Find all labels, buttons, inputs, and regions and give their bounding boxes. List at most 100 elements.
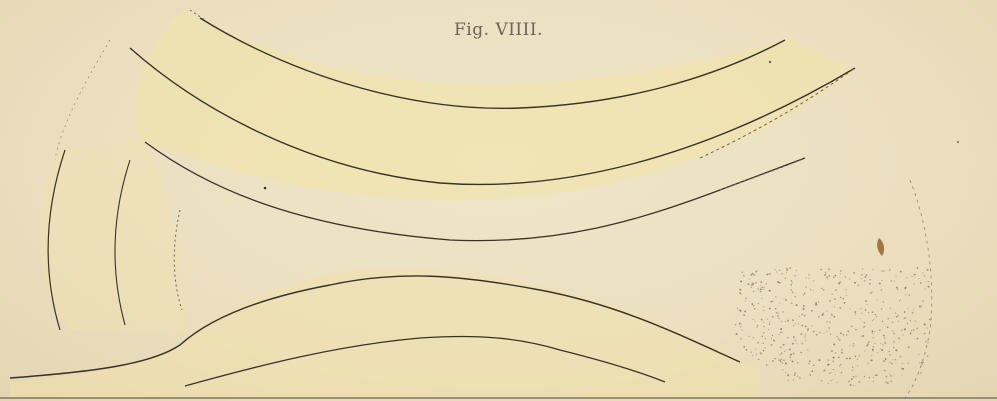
- stipple-dot: [815, 302, 817, 304]
- stipple-dot: [872, 337, 873, 338]
- stipple-dot: [779, 282, 781, 284]
- stipple-dot: [789, 357, 790, 358]
- stipple-dot: [779, 270, 780, 271]
- stipple-dot: [836, 382, 837, 383]
- stipple-dot: [741, 329, 742, 330]
- stipple-dot: [861, 336, 862, 337]
- stipple-dot: [776, 271, 777, 272]
- stipple-dot: [782, 362, 783, 363]
- stipple-dot: [752, 304, 753, 305]
- stipple-dot: [895, 312, 896, 313]
- stipple-dot: [868, 312, 869, 313]
- stipple-dot: [897, 315, 899, 317]
- stipple-dot: [908, 363, 909, 364]
- stipple-dot: [787, 374, 789, 376]
- stipple-dot: [783, 359, 785, 361]
- stipple-dot: [828, 383, 829, 384]
- stipple-dot: [830, 334, 831, 335]
- stipple-dot: [811, 310, 813, 312]
- stipple-dot: [751, 282, 752, 283]
- stipple-dot: [803, 308, 805, 310]
- stipple-dot: [790, 354, 792, 356]
- stipple-dot: [921, 306, 923, 308]
- stipple-dot: [739, 323, 741, 325]
- stipple-dot: [742, 271, 744, 273]
- stipple-dot: [808, 363, 809, 364]
- stipple-dot: [890, 308, 891, 309]
- stipple-dot: [884, 342, 886, 344]
- stipple-dot: [746, 349, 748, 351]
- stipple-dot: [813, 290, 814, 291]
- stipple-dot: [924, 333, 925, 334]
- stipple-dot: [815, 304, 816, 305]
- stipple-dot: [884, 370, 886, 372]
- stipple-dot: [894, 281, 895, 282]
- stipple-dot: [774, 358, 776, 360]
- stipple-dot: [840, 297, 841, 298]
- stipple-dot: [741, 294, 742, 295]
- stipple-dot: [775, 308, 777, 310]
- stipple-dot: [845, 289, 846, 290]
- stipple-dot: [788, 380, 789, 381]
- stipple-dot: [799, 316, 800, 317]
- stipple-dot: [882, 344, 883, 345]
- stipple-dot: [760, 285, 761, 286]
- stipple-dot: [763, 326, 764, 327]
- stipple-dot: [852, 370, 853, 371]
- stipple-dot: [772, 316, 774, 318]
- stipple-dot: [892, 330, 893, 331]
- stipple-dot: [908, 346, 910, 348]
- stipple-dot: [753, 337, 755, 339]
- stipple-dot: [902, 363, 903, 364]
- stipple-dot: [908, 294, 910, 296]
- stipple-dot: [840, 274, 841, 275]
- stipple-dot: [811, 370, 813, 372]
- stipple-dot: [918, 278, 919, 279]
- stipple-dot: [893, 341, 895, 343]
- stipple-dot: [831, 293, 833, 295]
- stipple-dot: [866, 345, 868, 347]
- stipple-dot: [853, 345, 854, 346]
- stipple-dot: [853, 385, 854, 386]
- stipple-dot: [854, 311, 856, 313]
- stipple-dot: [830, 380, 831, 381]
- stipple-dot: [845, 276, 846, 277]
- stipple-dot: [901, 330, 902, 331]
- stipple-dot: [813, 280, 814, 281]
- stipple-dot: [787, 320, 789, 322]
- stipple-dot: [906, 277, 907, 278]
- stipple-dot: [769, 290, 771, 292]
- stipple-dot: [913, 329, 914, 330]
- stipple-dot: [872, 269, 873, 270]
- stipple-dot: [838, 283, 840, 285]
- stipple-dot: [763, 310, 764, 311]
- stipple-dot: [880, 348, 881, 349]
- stipple-dot: [757, 342, 759, 344]
- stipple-dot: [786, 272, 787, 273]
- stipple-dot: [793, 325, 794, 326]
- stipple-dot: [925, 288, 926, 289]
- stipple-dot: [755, 282, 757, 284]
- stipple-dot: [887, 382, 889, 384]
- stipple-dot: [850, 384, 852, 386]
- stipple-dot: [852, 367, 853, 368]
- stipple-dot: [853, 376, 855, 378]
- stipple-dot: [785, 363, 787, 365]
- stipple-dot: [853, 343, 854, 344]
- stipple-dot: [836, 336, 837, 337]
- stipple-dot: [858, 355, 860, 357]
- stipple-dot: [792, 291, 794, 293]
- stipple-dot: [857, 365, 858, 366]
- stipple-dot: [740, 338, 741, 339]
- stipple-dot: [770, 274, 771, 275]
- stipple-dot: [849, 357, 851, 359]
- stipple-dot: [891, 363, 893, 365]
- stipple-dot: [841, 352, 843, 354]
- stipple-dot: [819, 332, 820, 333]
- stipple-dot: [779, 334, 780, 335]
- stipple-dot: [820, 269, 821, 270]
- stipple-dot: [900, 271, 902, 273]
- stipple-dot: [850, 308, 851, 309]
- stipple-dot: [796, 270, 798, 272]
